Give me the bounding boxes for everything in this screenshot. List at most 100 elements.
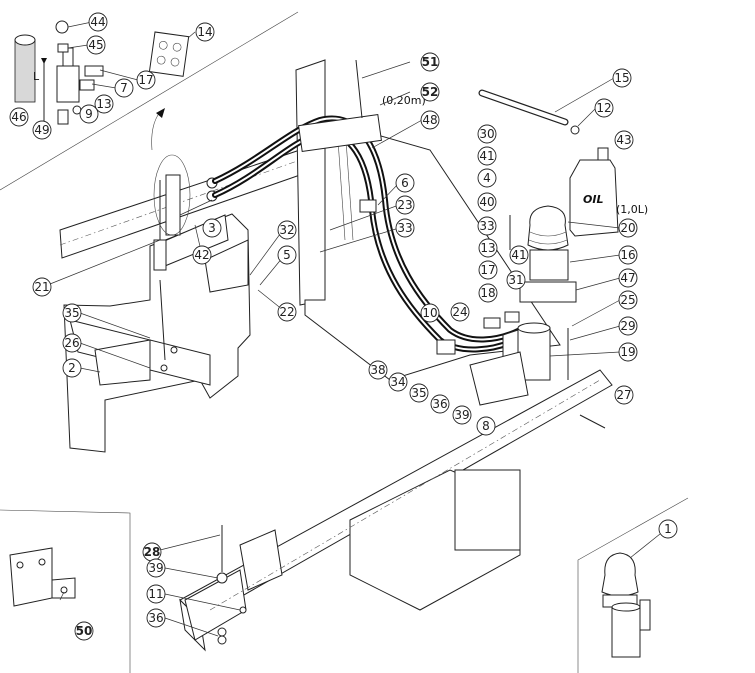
svg-text:28: 28: [144, 545, 161, 559]
svg-text:50: 50: [76, 624, 93, 638]
callout-30: 30: [477, 124, 497, 144]
callout-47: 47: [618, 268, 638, 288]
dim-arrow-top: [41, 58, 47, 64]
svg-text:35: 35: [64, 306, 79, 320]
lift-cylinder: [165, 174, 181, 236]
callout-44: 44: [88, 12, 108, 32]
callout-21: 21: [32, 277, 52, 297]
callout-38: 38: [368, 360, 388, 380]
svg-text:43: 43: [616, 133, 631, 147]
callout-24: 24: [450, 302, 470, 322]
decal-sticker: [148, 31, 190, 77]
mount-bracket: [94, 339, 151, 386]
svg-text:47: 47: [620, 271, 635, 285]
callout-4: 4: [477, 168, 497, 188]
svg-text:13: 13: [96, 97, 111, 111]
bolt-27: [579, 414, 606, 429]
svg-text:11: 11: [148, 587, 163, 601]
svg-text:41: 41: [479, 149, 494, 163]
valve-block: [56, 65, 80, 103]
svg-text:45: 45: [88, 38, 103, 52]
callout-17-b: 17: [478, 260, 498, 280]
svg-text:30: 30: [479, 127, 494, 141]
callouts: 44 45 14 17 7 13 9 46 49 51 52 15 12 43 …: [9, 12, 678, 641]
svg-text:14: 14: [197, 25, 212, 39]
callout-28: 28: [142, 542, 162, 562]
hose-clamp: [359, 199, 377, 213]
callout-9: 9: [79, 104, 99, 124]
callout-45: 45: [86, 35, 106, 55]
callout-15: 15: [612, 68, 632, 88]
svg-text:35: 35: [411, 386, 426, 400]
svg-text:48: 48: [422, 113, 437, 127]
svg-text:34: 34: [390, 375, 405, 389]
pump-head: [529, 249, 569, 281]
svg-text:52: 52: [422, 85, 439, 99]
side-fitting-2: [79, 79, 95, 91]
callout-16: 16: [618, 245, 638, 265]
dimension-letter: L: [33, 70, 40, 83]
bottom-fitting: [57, 109, 69, 125]
cylinder-body: [153, 239, 167, 271]
callout-33-b: 33: [395, 218, 415, 238]
left-side-panel: [63, 213, 251, 453]
svg-text:26: 26: [64, 336, 79, 350]
rear-bracket-upper: [239, 529, 283, 591]
svg-text:4: 4: [483, 171, 491, 185]
svg-text:27: 27: [616, 388, 631, 402]
svg-text:6: 6: [401, 176, 409, 190]
callout-43: 43: [614, 130, 634, 150]
svg-text:49: 49: [34, 123, 49, 137]
vertical-plate: [295, 59, 326, 306]
side-fitting: [84, 65, 104, 77]
callout-42: 42: [192, 245, 212, 265]
callout-8: 8: [476, 416, 496, 436]
callout-41: 41: [477, 146, 497, 166]
svg-text:10: 10: [422, 306, 437, 320]
dipstick-and-oil: OIL (1,0L): [478, 89, 648, 237]
callout-10: 10: [420, 303, 440, 323]
callout-19: 19: [618, 342, 638, 362]
svg-text:33: 33: [397, 221, 412, 235]
callout-23: 23: [395, 195, 415, 215]
svg-text:20: 20: [620, 221, 635, 235]
callout-35-b: 35: [409, 383, 429, 403]
hose-guide-sleeve: [298, 113, 382, 153]
svg-text:25: 25: [620, 293, 635, 307]
adapter: [483, 317, 501, 329]
callout-20: 20: [618, 218, 638, 238]
center-box: [454, 469, 521, 551]
svg-text:22: 22: [279, 305, 294, 319]
callout-39: 39: [452, 405, 472, 425]
callout-5: 5: [277, 245, 297, 265]
svg-text:39: 39: [454, 408, 469, 422]
callout-34: 34: [388, 372, 408, 392]
callout-22: 22: [277, 302, 297, 322]
leader-lines: [49, 21, 666, 637]
callout-46: 46: [9, 107, 29, 127]
svg-text:38: 38: [370, 363, 385, 377]
svg-text:3: 3: [208, 221, 216, 235]
plug: [570, 125, 580, 135]
callout-36: 36: [430, 394, 450, 414]
svg-text:36: 36: [432, 397, 447, 411]
svg-text:32: 32: [279, 223, 294, 237]
pump-unit: [469, 205, 577, 406]
svg-text:42: 42: [194, 248, 209, 262]
callout-31: 31: [506, 270, 526, 290]
callout-18: 18: [478, 283, 498, 303]
hydraulic-hoses: (0,20m): [212, 59, 523, 355]
svg-text:24: 24: [452, 305, 467, 319]
elbow-fitting: [55, 20, 69, 34]
oil-can-label: OIL: [583, 193, 603, 206]
valve-detail-group: L: [14, 20, 190, 151]
adapter-2: [504, 311, 520, 323]
pump-mount: [469, 351, 529, 406]
callout-7: 7: [114, 78, 134, 98]
svg-text:21: 21: [34, 280, 49, 294]
svg-text:46: 46: [11, 110, 26, 124]
svg-text:13: 13: [480, 241, 495, 255]
callout-52: 52: [420, 82, 440, 102]
callout-1: 1: [658, 519, 678, 539]
